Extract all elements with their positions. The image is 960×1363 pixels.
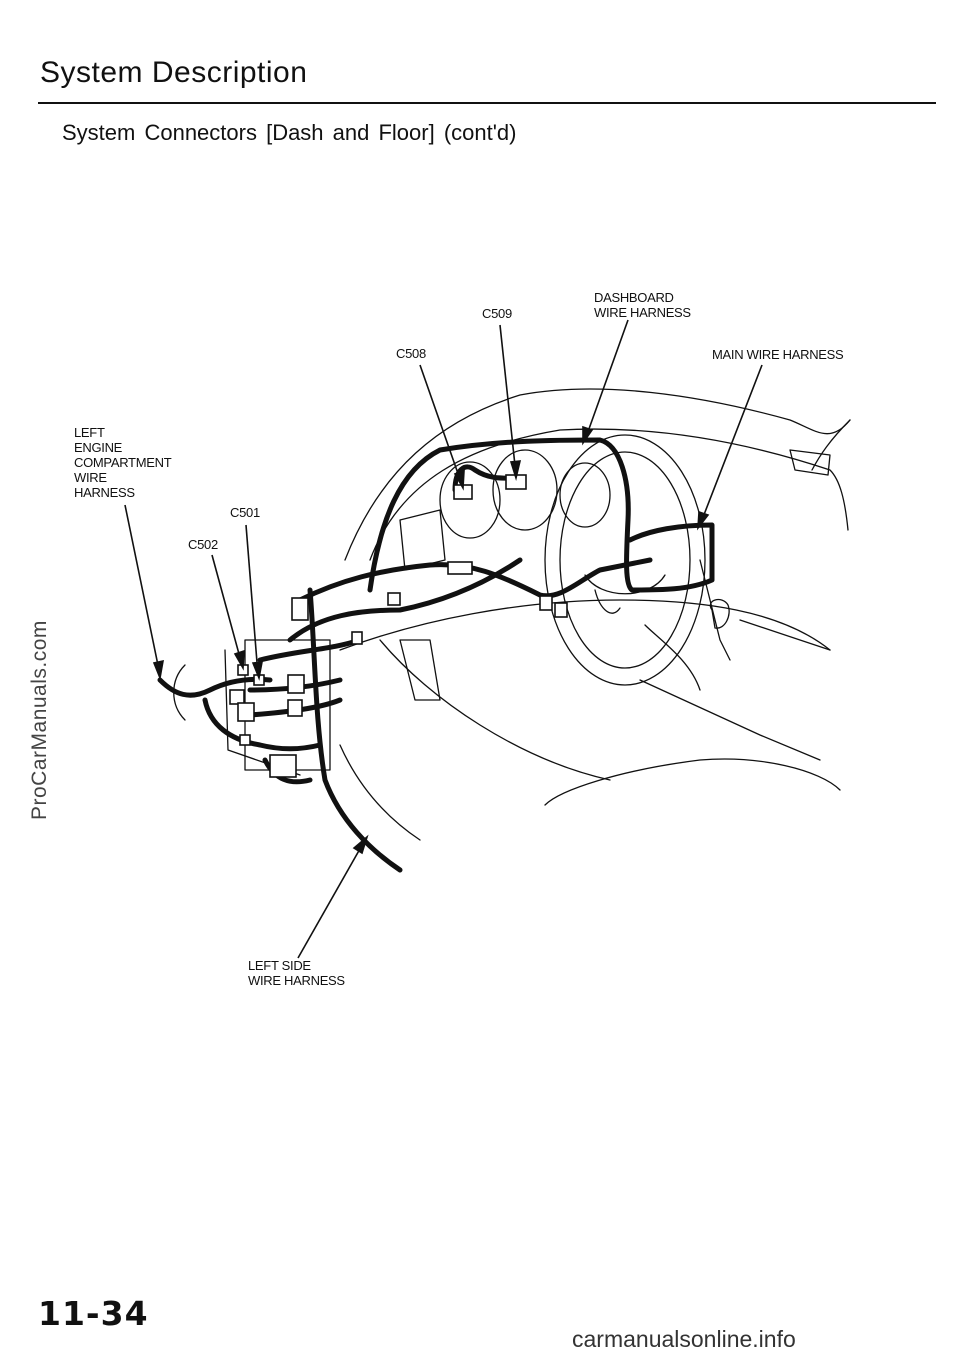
connector-fuse-1: [287, 674, 305, 694]
connector-dash-1: [387, 592, 401, 606]
fuse-box-outline: [244, 639, 331, 771]
connector-left-1: [291, 597, 309, 621]
harness-fuse-run: [257, 637, 363, 663]
knee-panel: [644, 624, 701, 691]
steering-hub: [584, 574, 666, 595]
main-harness-leader: [699, 364, 763, 526]
connector-fuse-6: [269, 754, 297, 778]
main-harness-arrowhead: [697, 510, 710, 531]
seat-curve-1: [544, 758, 841, 806]
connector-fuse-5: [239, 734, 251, 746]
center-console: [399, 639, 441, 701]
left-engine-leader: [124, 504, 161, 676]
left-side-wire-harness: [307, 587, 403, 873]
steering-wheel-outer: [544, 434, 706, 686]
c508-leader: [419, 364, 463, 486]
gauge-pod-center: [492, 449, 558, 531]
dashboard-arrowhead: [582, 425, 594, 446]
dash-upper-edge: [369, 428, 849, 561]
air-vent-left: [399, 509, 446, 571]
dash-top-outline: [344, 388, 851, 561]
gauge-pod-left: [439, 461, 501, 539]
connector-dash-3: [539, 595, 553, 611]
page-number: 11-34: [38, 1294, 149, 1333]
dashboard-leader: [584, 319, 629, 441]
connector-fuse-3: [237, 702, 255, 722]
fuse-drop: [262, 757, 313, 785]
main-wire-harness: [297, 557, 653, 603]
connector-fuse-2: [229, 689, 245, 705]
pedal-shape: [594, 589, 621, 614]
title-rule: [38, 102, 936, 104]
shift-knob: [709, 598, 730, 629]
steering-wheel-inner: [559, 451, 691, 669]
side-watermark: ProCarManuals.com: [28, 620, 51, 820]
c502-label: C502: [188, 537, 218, 552]
c508-label: C508: [396, 346, 426, 361]
dashboard-wire-harness: [367, 437, 715, 593]
connector-dash-4: [554, 602, 568, 618]
c502-arrowhead: [233, 649, 245, 671]
left-side-harness-label: LEFT SIDE WIRE HARNESS: [248, 958, 345, 988]
page-title: System Description: [40, 56, 308, 89]
left-side-leader: [297, 839, 366, 959]
dash-lower-edge: [339, 599, 831, 651]
column-lower: [699, 559, 731, 661]
gauge-pod-right: [559, 462, 611, 528]
a-pillar: [811, 419, 851, 471]
c509-leader: [499, 324, 517, 476]
left-engine-arrowhead: [152, 659, 164, 681]
c502-leader: [211, 554, 243, 666]
section-subtitle: System Connectors [Dash and Floor] (cont…: [62, 120, 517, 145]
left-engine-harness-wire-2: [202, 697, 323, 752]
c509-label: C509: [482, 306, 512, 321]
c509-arrowhead: [509, 460, 522, 482]
bottom-watermark: carmanualsonline.info: [572, 1326, 796, 1352]
door-line: [739, 619, 831, 651]
glovebox-line: [379, 639, 611, 781]
dashboard-harness-label: DASHBOARD WIRE HARNESS: [594, 290, 691, 320]
left-side-arrowhead: [352, 834, 369, 855]
connector-dash-2: [447, 561, 473, 575]
left-engine-harness-wire: [157, 676, 273, 698]
c501-label: C501: [230, 505, 260, 520]
c501-arrowhead: [251, 661, 263, 681]
main-harness-label: MAIN WIRE HARNESS: [712, 347, 844, 362]
c508-arrowhead: [453, 469, 465, 491]
floor-line: [639, 679, 821, 761]
right-vent: [789, 449, 831, 476]
left-engine-harness-label: LEFT ENGINE COMPARTMENT WIRE HARNESS: [74, 425, 172, 500]
connector-left-2: [351, 631, 363, 645]
seat-curve-2: [339, 744, 421, 841]
harness-lower-loop: [287, 557, 523, 643]
c501-leader: [245, 524, 259, 676]
connector-fuse-4: [287, 699, 303, 717]
